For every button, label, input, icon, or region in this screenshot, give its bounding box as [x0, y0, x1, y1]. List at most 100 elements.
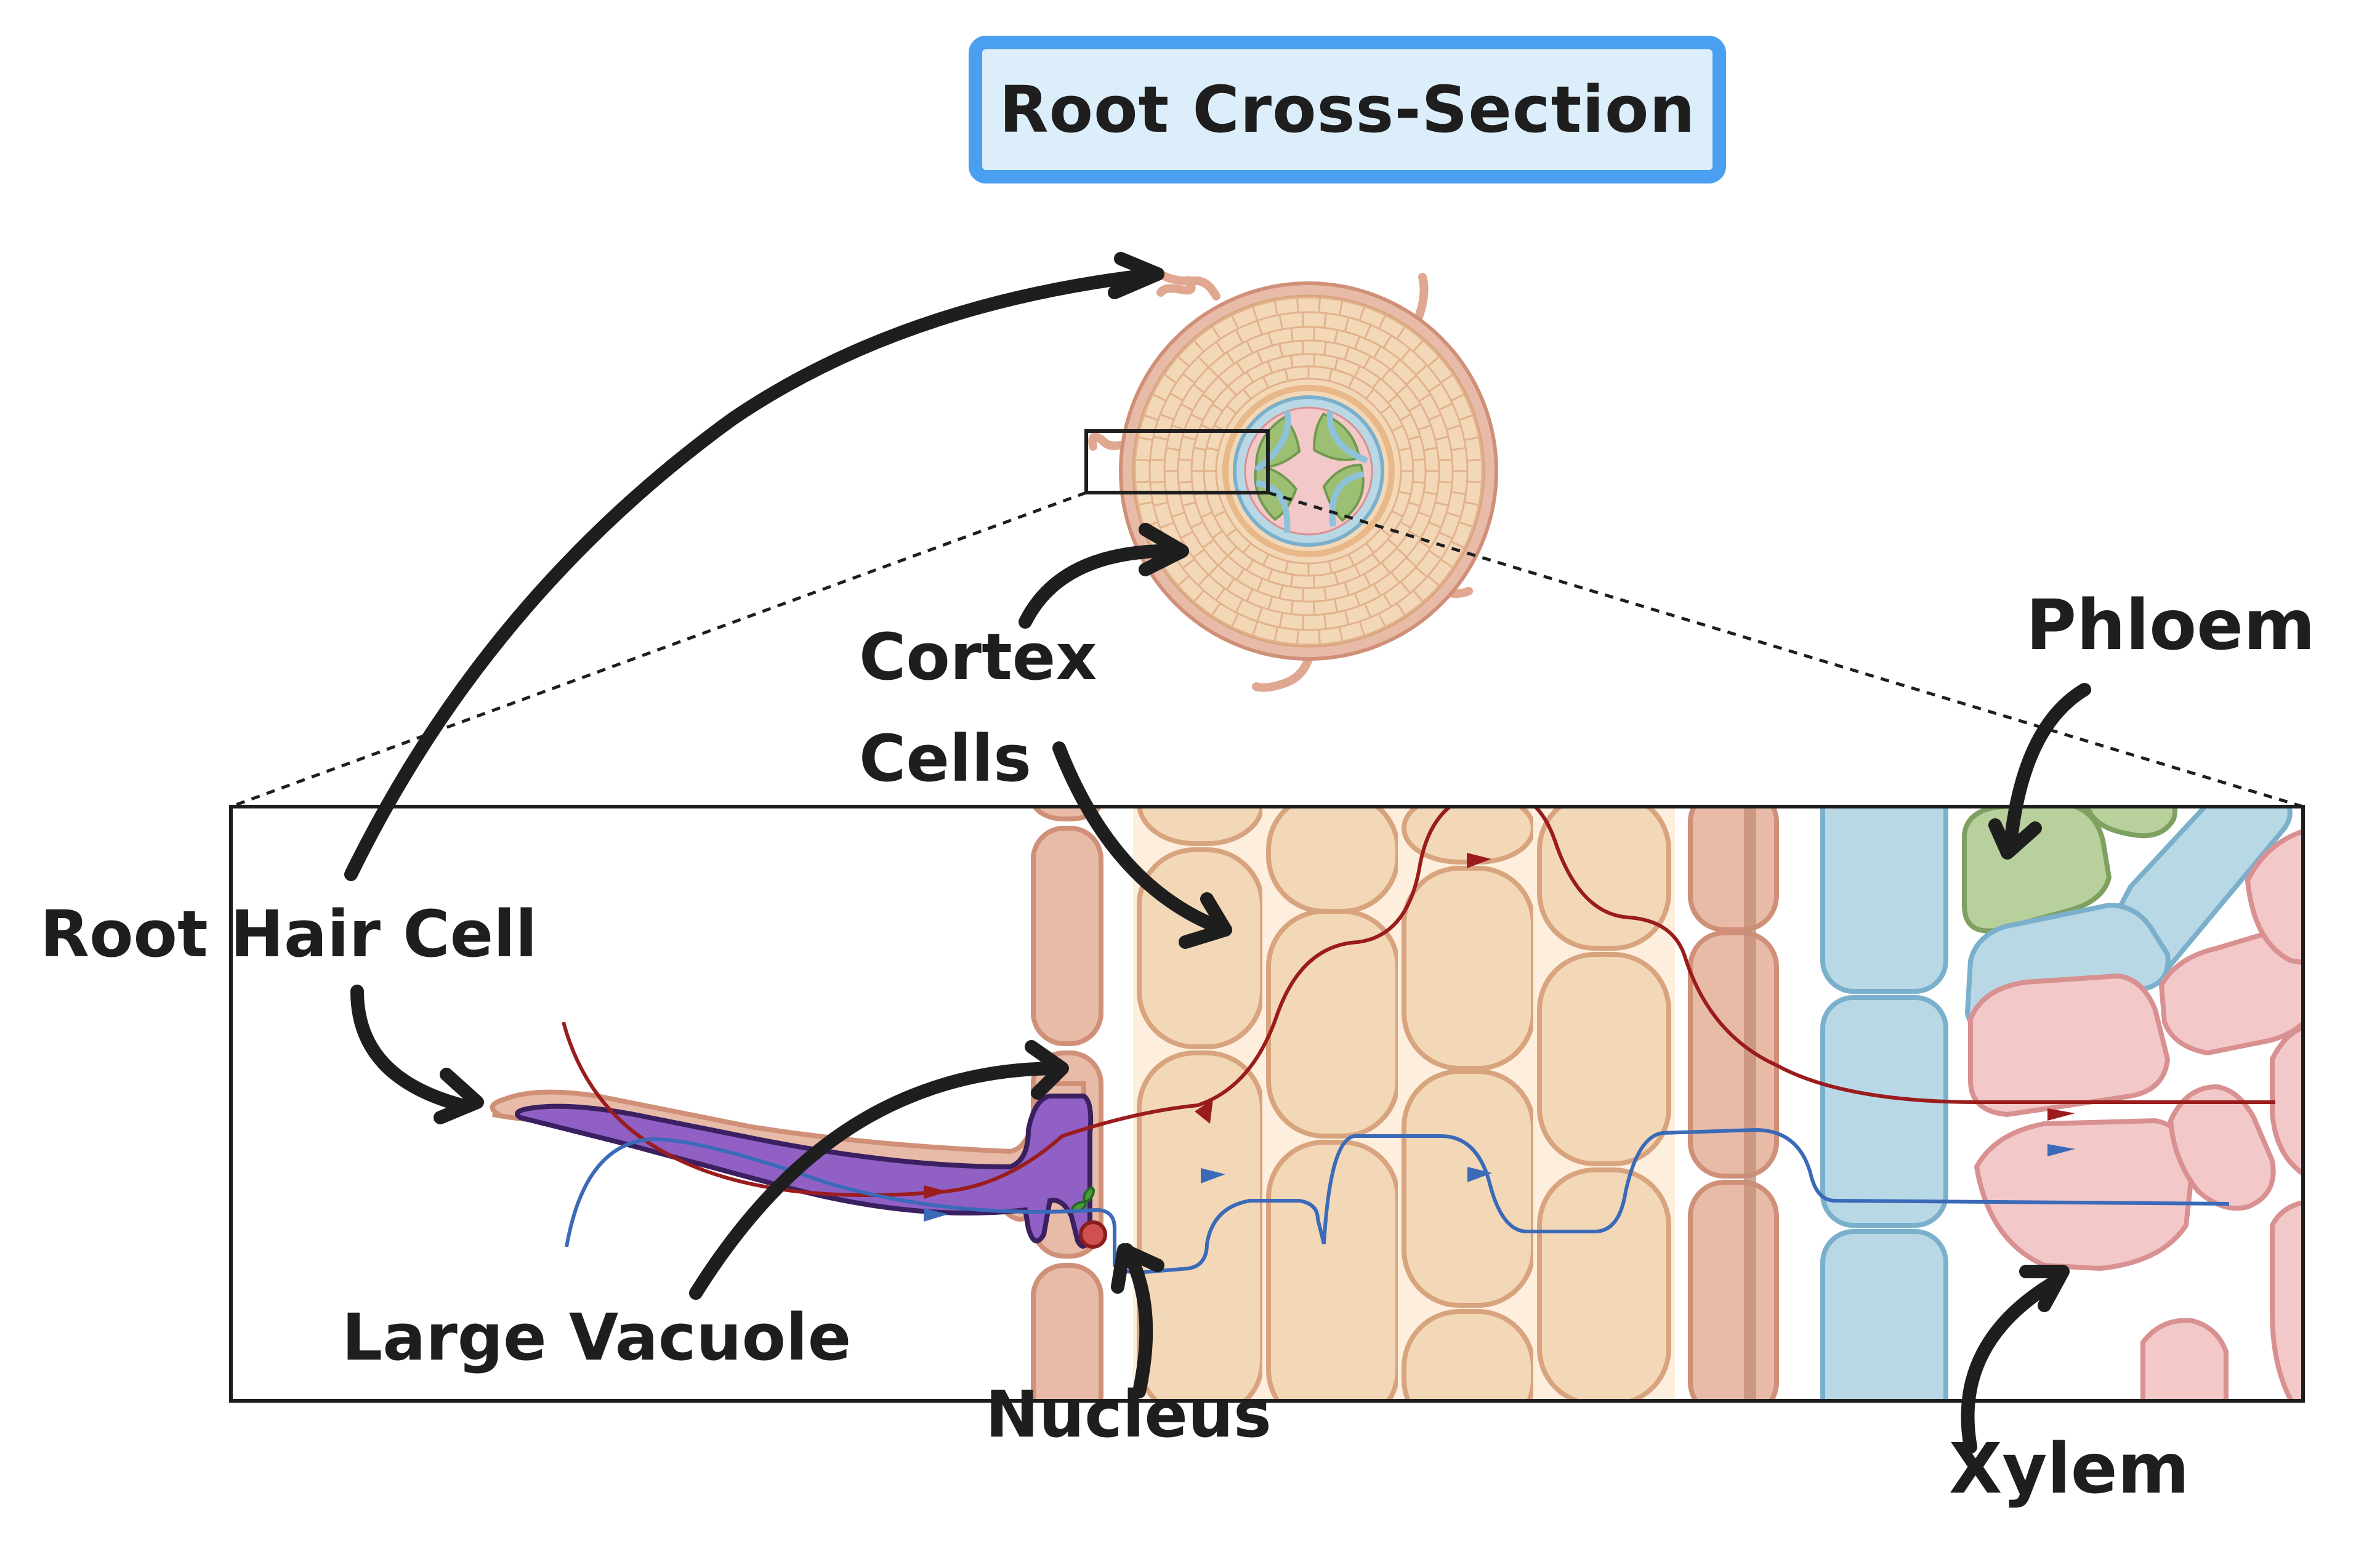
cortex-cell-wall: [1177, 355, 1190, 368]
cortex-cell-wall: [1391, 510, 1403, 518]
cortex-cell-wall: [1371, 377, 1381, 389]
cortex-cell-wall: [1290, 328, 1294, 342]
cortex-cell-wall: [1464, 436, 1479, 441]
cortex-cell-wall: [1212, 403, 1224, 413]
root-hair-cell-arrow-down: [350, 985, 469, 1112]
cortex-cell-wall: [1428, 549, 1442, 560]
label-cortex-line2: Cells: [859, 721, 1032, 796]
symplast-arrowhead: [1467, 853, 1491, 868]
cortex-cell-wall: [1333, 329, 1339, 344]
cortex-cell-wall: [1451, 446, 1466, 451]
cortex-cell-wall: [1208, 564, 1219, 576]
cortex-cell-wall: [1418, 393, 1431, 402]
cortex-cell-wall: [1230, 613, 1240, 627]
cortex-cell-wall: [1399, 521, 1411, 529]
cortex-cell-wall: [1256, 578, 1264, 592]
cortex-cell-wall: [1208, 366, 1219, 378]
root-hair-cell-arrow-up: [344, 267, 1164, 881]
title-box: Root Cross-Section: [969, 36, 1726, 183]
tissue-panel-border: [229, 805, 2305, 1403]
root-hair: [1156, 276, 1196, 297]
cortex-cell-wall: [1278, 584, 1284, 599]
cortex-cell-wall: [1387, 394, 1398, 404]
cortex-cell-wall: [1214, 510, 1226, 518]
xylem-cell: [2140, 1318, 2229, 1401]
cortex-cell: [1402, 866, 1536, 1071]
root-hair: [1088, 432, 1124, 451]
nucleus: [1079, 1220, 1107, 1249]
cortex-cell-wall: [1169, 392, 1184, 401]
cortex-cell-wall: [1423, 446, 1437, 451]
cortex-cell-wall: [1289, 574, 1294, 587]
cortex-cell-wall: [1353, 336, 1361, 350]
cortex-cell-wall: [1193, 446, 1206, 451]
cortex-cell: [1266, 1140, 1400, 1401]
cortex-cell-wall: [1412, 589, 1424, 603]
cortex-cell-wall: [1347, 554, 1355, 566]
cortex-cell-wall: [1193, 339, 1205, 353]
xylem-cell: [2270, 1200, 2303, 1401]
cortex-cell-wall: [1180, 531, 1193, 539]
cortex-cell-wall: [1206, 446, 1219, 452]
cortex-cell-wall: [1412, 480, 1426, 484]
xylem-arrow: [1961, 1274, 2063, 1454]
cortex-cell-wall: [1226, 405, 1237, 414]
cortex-cell-wall: [1333, 599, 1339, 613]
apoplast-arrowhead: [1201, 1168, 1225, 1183]
cortex-cell-wall: [1246, 559, 1254, 571]
cortex-cell-wall: [1363, 355, 1371, 369]
cortex-cell-wall: [1396, 602, 1406, 616]
cortex-cell-wall: [1467, 480, 1482, 483]
cortex-cell-wall: [1378, 315, 1387, 329]
cortex-cell-wall: [1190, 521, 1204, 529]
cortex-cell-wall: [1440, 558, 1454, 568]
label-xylem: Xylem: [1949, 1429, 2190, 1509]
cortex-cell-wall: [1152, 393, 1167, 402]
xylem-cell: [2270, 1025, 2303, 1177]
cortex-cell-wall: [1211, 326, 1221, 340]
cortex-cell-wall: [1242, 389, 1252, 400]
cortex-cell-wall: [1446, 511, 1461, 518]
cortex-cell-wall: [1381, 368, 1391, 381]
cortex-cell-wall: [1197, 574, 1209, 586]
cortex-cell-wall: [1344, 582, 1350, 596]
root-cross-section: [1084, 272, 1498, 692]
cortex-cell-wall: [1246, 371, 1254, 383]
cortex-cell-wall: [1378, 613, 1387, 627]
apoplast-arrowhead: [2047, 1144, 2075, 1156]
symplast-arrowhead: [924, 1185, 948, 1199]
cortex-cell-wall: [1235, 361, 1245, 374]
cortex-cell: [1137, 807, 1265, 846]
cortex-cell-wall: [1398, 490, 1411, 496]
cortex-cell-wall: [1334, 572, 1339, 585]
zoom-region-box: [1084, 429, 1270, 494]
cortex-cell-wall: [1182, 373, 1195, 384]
cortex-cell-wall: [1267, 568, 1273, 581]
cortex-cell-wall: [1450, 540, 1465, 549]
label-phloem: Phloem: [2026, 586, 2315, 666]
cortex-cell-wall: [1408, 403, 1421, 412]
cortex-cell-wall: [1440, 374, 1454, 384]
cortex-cell-wall: [1256, 350, 1264, 364]
endodermis-column: [1688, 807, 1779, 1401]
cortex-cell-wall: [1313, 601, 1315, 615]
cortex-cell-wall: [1225, 578, 1235, 591]
cortex-cell-wall: [1371, 553, 1381, 565]
cortex-cell-wall: [1289, 355, 1294, 368]
cortex-cell-wall: [1380, 405, 1391, 414]
cortex-cell-wall: [1363, 573, 1371, 587]
cortex-cell-wall: [1273, 626, 1279, 642]
cortex-cell-wall: [1138, 436, 1153, 441]
cortex-cells-arrow-up: [1019, 544, 1186, 629]
cortex-cell-wall: [1182, 435, 1196, 441]
cortex-cell: [1402, 1069, 1536, 1308]
cortex-columns: [1133, 807, 1675, 1401]
cortex-cell-wall: [1390, 571, 1401, 584]
cortex-cell-wall: [1262, 554, 1270, 566]
cortex-cell-wall: [1358, 621, 1366, 636]
cortex-cell-wall: [1301, 587, 1304, 602]
cortex-cell-wall: [1166, 446, 1180, 451]
cortex-cell-wall: [1373, 583, 1382, 597]
